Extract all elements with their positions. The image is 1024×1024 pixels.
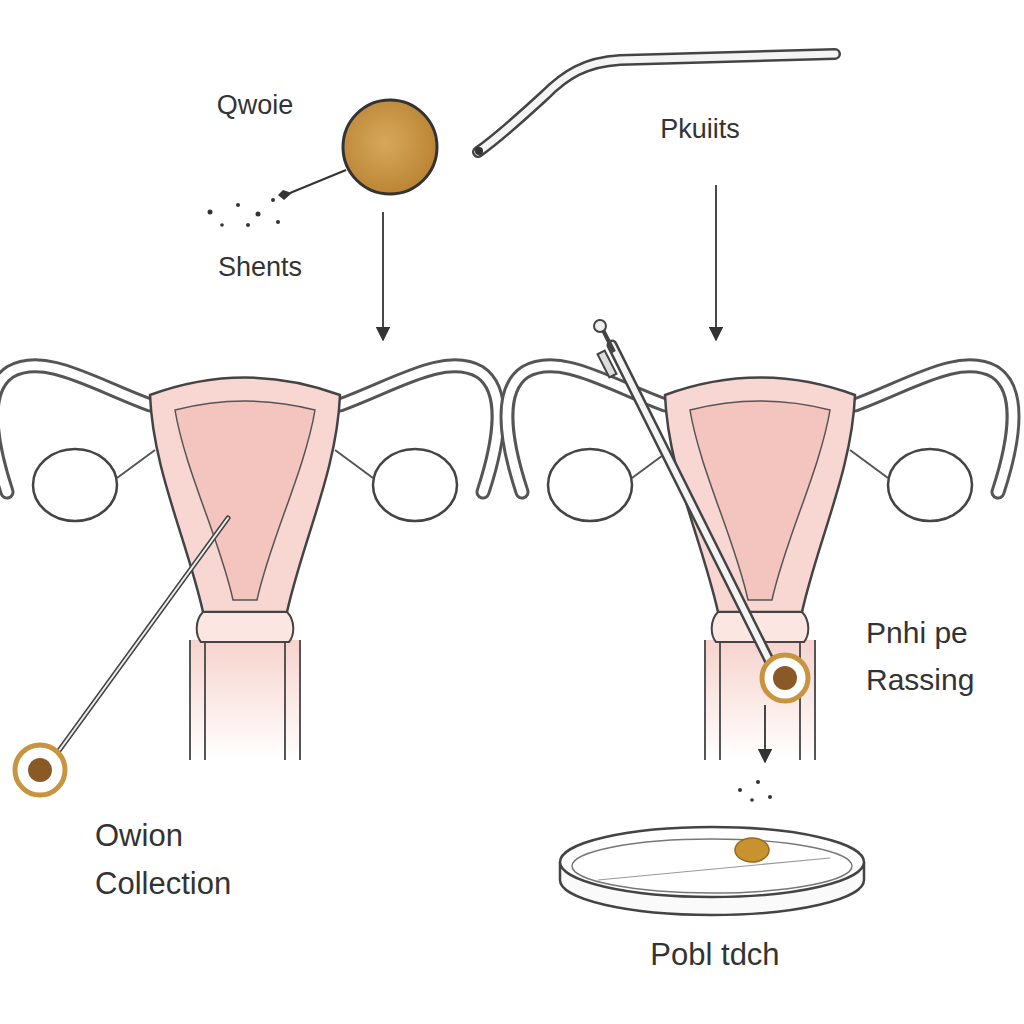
part-label: Qwoie: [185, 88, 325, 123]
part-label: Owion Collection: [95, 812, 285, 908]
flow-arrow: [715, 185, 717, 340]
uterus: [0, 366, 498, 760]
part-label: Pnhi pe Rassing: [866, 610, 1014, 703]
uterus: [507, 366, 1013, 760]
part-label: Shents: [190, 250, 330, 285]
petri-dish: [560, 827, 864, 915]
part-label: Pkuiits: [630, 112, 770, 147]
transfer-syringe: [594, 320, 808, 802]
pipette: [475, 54, 835, 155]
part-label: Pobl tdch: [590, 935, 840, 975]
flow-arrow: [382, 212, 384, 340]
collection-needle: [15, 518, 228, 795]
